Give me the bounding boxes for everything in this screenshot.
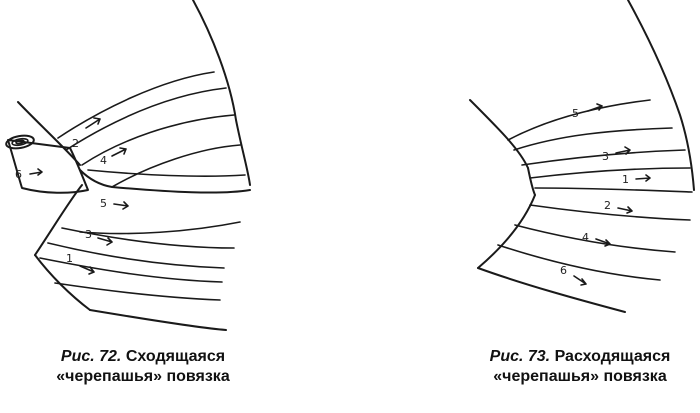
svg-text:3: 3	[602, 150, 609, 163]
turn-1-lower	[54, 282, 221, 301]
turn-2-lower	[529, 204, 691, 221]
diverging-bandage-drawing: 5 3 1 2 4 6	[469, 0, 695, 313]
turn-label-6: 6	[15, 168, 43, 181]
caption-title: Расходящаяся	[554, 348, 671, 365]
turn-label-4: 4	[582, 231, 611, 247]
turn-5-upper	[87, 169, 246, 177]
turn-label-1: 1	[622, 173, 651, 186]
caption-line-2: «черепашья» повязка	[493, 368, 667, 385]
caption-line-1: Рис. 73. Расходящаяся	[462, 347, 698, 367]
turn-1-upper	[39, 257, 223, 283]
figure-converging-bandage: 6 2 4 5 3 1 Рис. 72. Сходящаяся «черепаш…	[5, 0, 268, 387]
caption-figure-72: Рис. 72. Сходящаяся «черепашья» повязка	[18, 347, 268, 387]
forearm-lower-contour	[477, 194, 536, 269]
turn-3-upper	[513, 127, 673, 151]
caption-title: Сходящаяся	[125, 348, 226, 365]
elbow-contour	[79, 169, 251, 194]
svg-text:4: 4	[582, 231, 589, 244]
elbow-upper-contour	[469, 99, 529, 169]
bandage-roll	[5, 134, 89, 194]
turn-2-upper	[57, 71, 215, 139]
turn-3-upper	[61, 227, 235, 249]
svg-text:3: 3	[85, 228, 92, 241]
turn-label-1: 1	[66, 252, 95, 275]
turn-2-lower	[65, 87, 227, 151]
turn-3-lower	[47, 242, 225, 269]
forearm-top-contour	[17, 101, 81, 166]
figure-diverging-bandage: 5 3 1 2 4 6 Рис. 73. Расходящаяся «череп…	[350, 0, 700, 413]
caption-line-2: «черепашья» повязка	[56, 368, 230, 385]
turn-4-upper	[81, 114, 235, 166]
svg-text:2: 2	[72, 137, 79, 150]
turn-3-lower	[521, 149, 686, 166]
turn-6-upper	[497, 244, 661, 281]
lower-limb-contour	[477, 267, 626, 313]
svg-text:4: 4	[100, 154, 107, 167]
turn-label-2: 2	[72, 117, 101, 150]
turn-label-3: 3	[85, 228, 113, 246]
turn-label-2: 2	[604, 199, 633, 214]
turn-4-lower	[514, 224, 676, 253]
caption-ref: Рис. 73.	[489, 348, 551, 365]
svg-text:6: 6	[560, 264, 567, 277]
forearm-lower-contour	[34, 254, 91, 311]
svg-text:2: 2	[604, 199, 611, 212]
turn-5-lower	[507, 99, 651, 141]
turn-4-lower	[111, 144, 241, 188]
forearm-bottom-contour	[34, 184, 83, 256]
turn-label-6: 6	[560, 264, 587, 286]
svg-text:5: 5	[100, 197, 107, 210]
svg-text:5: 5	[572, 107, 579, 120]
turn-1-lower	[534, 187, 693, 193]
turn-1-upper	[529, 167, 691, 179]
svg-text:6: 6	[15, 168, 22, 181]
caption-figure-73: Рис. 73. Расходящаяся «черепашья» повязк…	[462, 347, 698, 387]
turn-5-lower	[79, 221, 241, 235]
converging-bandage-drawing: 6 2 4 5 3 1	[5, 0, 251, 331]
turn-label-5: 5	[100, 197, 129, 210]
svg-text:1: 1	[66, 252, 73, 265]
turn-label-4: 4	[100, 147, 127, 167]
upper-arm-contour	[192, 0, 251, 186]
caption-ref: Рис. 72.	[60, 348, 122, 365]
elbow-point-contour	[527, 167, 536, 196]
caption-line-1: Рис. 72. Сходящаяся	[18, 347, 268, 367]
turn-label-3: 3	[602, 146, 631, 163]
upper-arm-bottom-contour	[89, 309, 227, 331]
turn-label-5: 5	[572, 103, 603, 120]
upper-arm-contour	[627, 0, 695, 191]
svg-text:1: 1	[622, 173, 629, 186]
